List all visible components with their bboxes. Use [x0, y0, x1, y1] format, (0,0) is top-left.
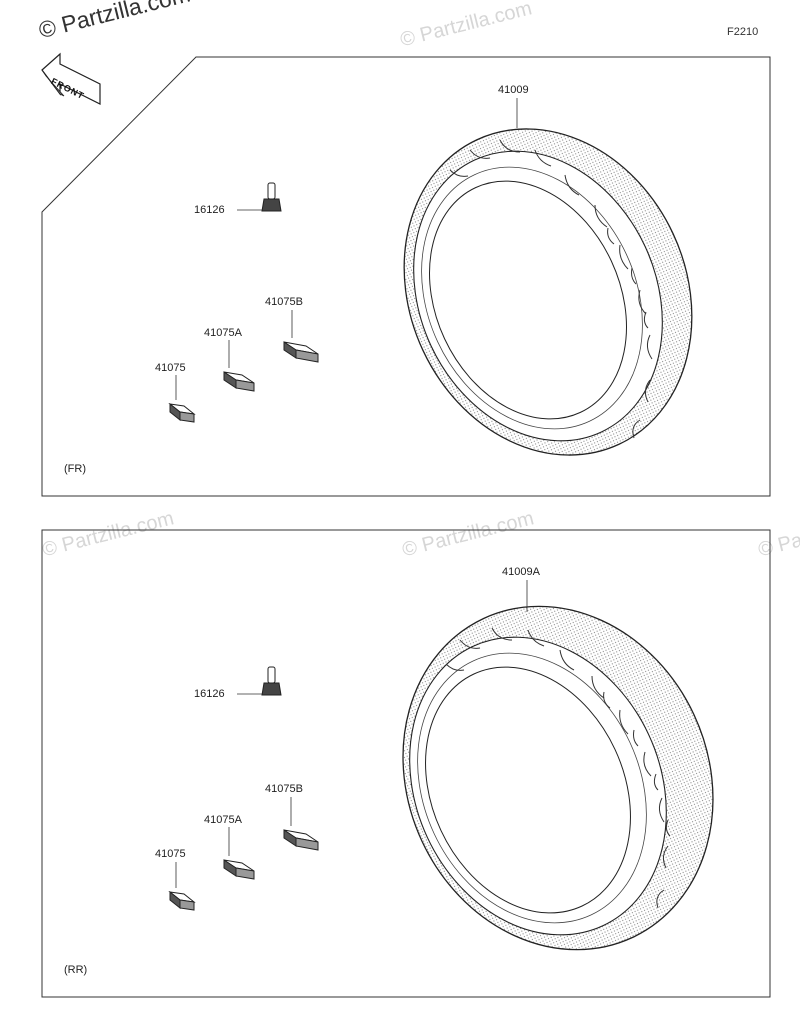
- rear-weight-icon: [168, 862, 196, 911]
- rear-section-tag: (RR): [64, 964, 88, 976]
- rear-valve-label: 16126: [194, 688, 225, 700]
- rear-tire-icon: [402, 605, 714, 951]
- rear-valve-icon: [237, 666, 282, 696]
- front-arrow-icon: [41, 52, 101, 105]
- front-valve-label: 16126: [194, 204, 225, 216]
- rear-weight-a-label: 41075A: [204, 814, 242, 826]
- rear-weight-b-icon: [283, 797, 319, 851]
- front-section-frame: [41, 56, 771, 497]
- front-weight-icon: [168, 375, 196, 423]
- rear-weight-a-icon: [223, 827, 255, 880]
- front-tire-label: 41009: [498, 84, 529, 96]
- front-tire-icon: [403, 128, 693, 456]
- rear-weight-label: 41075: [155, 848, 186, 860]
- figure-code: F2210: [727, 26, 759, 38]
- front-weight-b-label: 41075B: [265, 296, 303, 308]
- front-valve-icon: [237, 182, 282, 212]
- rear-tire-label: 41009A: [502, 566, 540, 578]
- front-weight-a-label: 41075A: [204, 327, 242, 339]
- rear-weight-b-label: 41075B: [265, 783, 303, 795]
- front-weight-b-icon: [283, 310, 319, 363]
- front-weight-label: 41075: [155, 362, 186, 374]
- rear-section-frame: [41, 529, 771, 998]
- front-section-tag: (FR): [64, 463, 86, 475]
- front-weight-a-icon: [223, 340, 255, 392]
